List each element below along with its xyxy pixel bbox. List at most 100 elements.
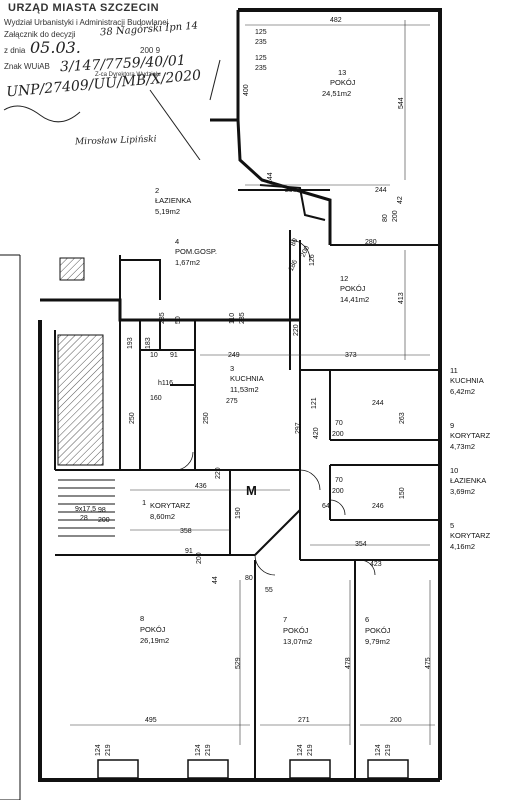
dim-label: 200 (332, 431, 344, 438)
dim-label: 200 (300, 245, 311, 259)
dim-label: 423 (370, 561, 382, 568)
room-4-area: 1,67m2 (175, 258, 200, 267)
stamp-small-text: Z-ca Dyrektora Wydziału (95, 72, 161, 78)
dim-label: 244 (372, 400, 384, 407)
room-8-number: 8 (140, 614, 144, 623)
dim-label: 160 (150, 395, 162, 402)
room-3-number: 3 (230, 364, 234, 373)
dim-label: 235 (255, 39, 267, 46)
dim-label: 249 (228, 352, 240, 359)
room-12-name: POKÓJ (340, 284, 366, 293)
stamp-scribbles (3, 59, 221, 160)
dim-label: h116 (158, 380, 173, 387)
room-11-name: KUCHNIA (450, 376, 484, 385)
dim-label: 193 (127, 337, 134, 349)
dim-label: 544 (398, 97, 405, 109)
room-10-name: ŁAZIENKA (450, 476, 486, 485)
room-6-number: 6 (365, 615, 369, 624)
room-4-number: 4 (175, 237, 179, 246)
dim-label: 44 (212, 576, 219, 584)
dim-label: 275 (226, 398, 238, 405)
dim-label: 150 (399, 487, 406, 499)
room-2-area: 5,19m2 (155, 207, 180, 216)
room-13-number: 13 (338, 68, 346, 77)
room-8-area: 26,19m2 (140, 636, 169, 645)
windows (97, 759, 409, 779)
room-7-name: POKÓJ (283, 626, 309, 635)
dim-label: 183 (145, 337, 152, 349)
room-3-area: 11,53m2 (230, 385, 259, 394)
room-9-number: 9 (450, 421, 454, 430)
dim-label: 280 (365, 239, 377, 246)
outer-walls (0, 8, 442, 800)
dim-label: 250 (129, 412, 136, 424)
room-4-name: POM.GOSP. (175, 247, 217, 256)
room-7-number: 7 (283, 615, 287, 624)
room-5-number: 5 (450, 521, 454, 530)
dim-label: 478 (345, 657, 352, 669)
dim-label: 200 (392, 210, 399, 222)
dim-label: 10 (150, 352, 158, 359)
dim-label: 482 (330, 17, 342, 24)
dim-label: 121 (311, 397, 318, 409)
dim-label: 200 (390, 717, 402, 724)
dim-label: 64 (322, 503, 330, 510)
dim-label: 244 (375, 187, 387, 194)
dim-label: 80 (290, 237, 300, 247)
dim-label: 219 (385, 744, 392, 756)
dim-label: 220 (215, 467, 222, 479)
room-8-name: POKÓJ (140, 625, 166, 634)
dim-label: 358 (180, 528, 192, 535)
dim-label: 186 (288, 259, 299, 273)
dim-label: 55 (265, 587, 273, 594)
dim-label: 200 (98, 517, 110, 524)
dimension-labels: 482 125 235 125 235 400 544 144 238 244 … (75, 17, 432, 756)
room-5-name: KORYTARZ (450, 531, 491, 540)
room-6-area: 9,79m2 (365, 637, 390, 646)
dim-label: 125 (255, 55, 267, 62)
dim-label: 235 (239, 312, 246, 324)
dim-label: 124 (297, 744, 304, 756)
staircase (57, 257, 115, 537)
dim-label: 436 (195, 483, 207, 490)
dim-label: 124 (195, 744, 202, 756)
room-13-name: POKÓJ (330, 78, 356, 87)
dim-label: 246 (372, 503, 384, 510)
room-9-name: KORYTARZ (450, 431, 491, 440)
room-1-area: 8,60m2 (150, 512, 175, 521)
room-10-number: 10 (450, 466, 458, 475)
dim-label: 50 (175, 316, 182, 324)
dim-label: 475 (425, 657, 432, 669)
room-12-area: 14,41m2 (340, 295, 369, 304)
dim-label: 9x17,5 (75, 506, 96, 513)
dim-label: 28 (80, 515, 88, 522)
dim-label: 98 (98, 507, 106, 514)
room-11-number: 11 (450, 366, 458, 375)
dim-label: 413 (398, 292, 405, 304)
dim-label: 219 (205, 744, 212, 756)
dim-label: 42 (397, 196, 404, 204)
dim-label: 80 (382, 214, 389, 222)
stamp-year: 200 9 (140, 46, 161, 55)
room-3-name: KUCHNIA (230, 374, 264, 383)
interior-walls (55, 189, 440, 780)
dim-label: 144 (267, 172, 274, 184)
stamp-title: URZĄD MIASTA SZCZECIN (8, 2, 160, 14)
dim-label: 495 (145, 717, 157, 724)
dim-label: 235 (159, 312, 166, 324)
door-swings (174, 239, 376, 576)
room-7-area: 13,07m2 (283, 637, 312, 646)
dim-label: 124 (375, 744, 382, 756)
room-5-area: 4,16m2 (450, 542, 475, 551)
dim-label: 91 (170, 352, 178, 359)
approval-stamp: URZĄD MIASTA SZCZECIN Wydział Urbanistyk… (0, 0, 232, 160)
dim-label: 219 (105, 744, 112, 756)
dim-label: 529 (235, 657, 242, 669)
stamp-date-label: z dnia (4, 46, 26, 55)
dimension-lines (70, 20, 435, 745)
dim-label: 250 (203, 412, 210, 424)
dim-label: 354 (355, 541, 367, 548)
room-labels: 13 POKÓJ 24,51m2 2 ŁAZIENKA 5,19m2 4 POM… (140, 68, 491, 646)
room-13-area: 24,51m2 (322, 89, 351, 98)
